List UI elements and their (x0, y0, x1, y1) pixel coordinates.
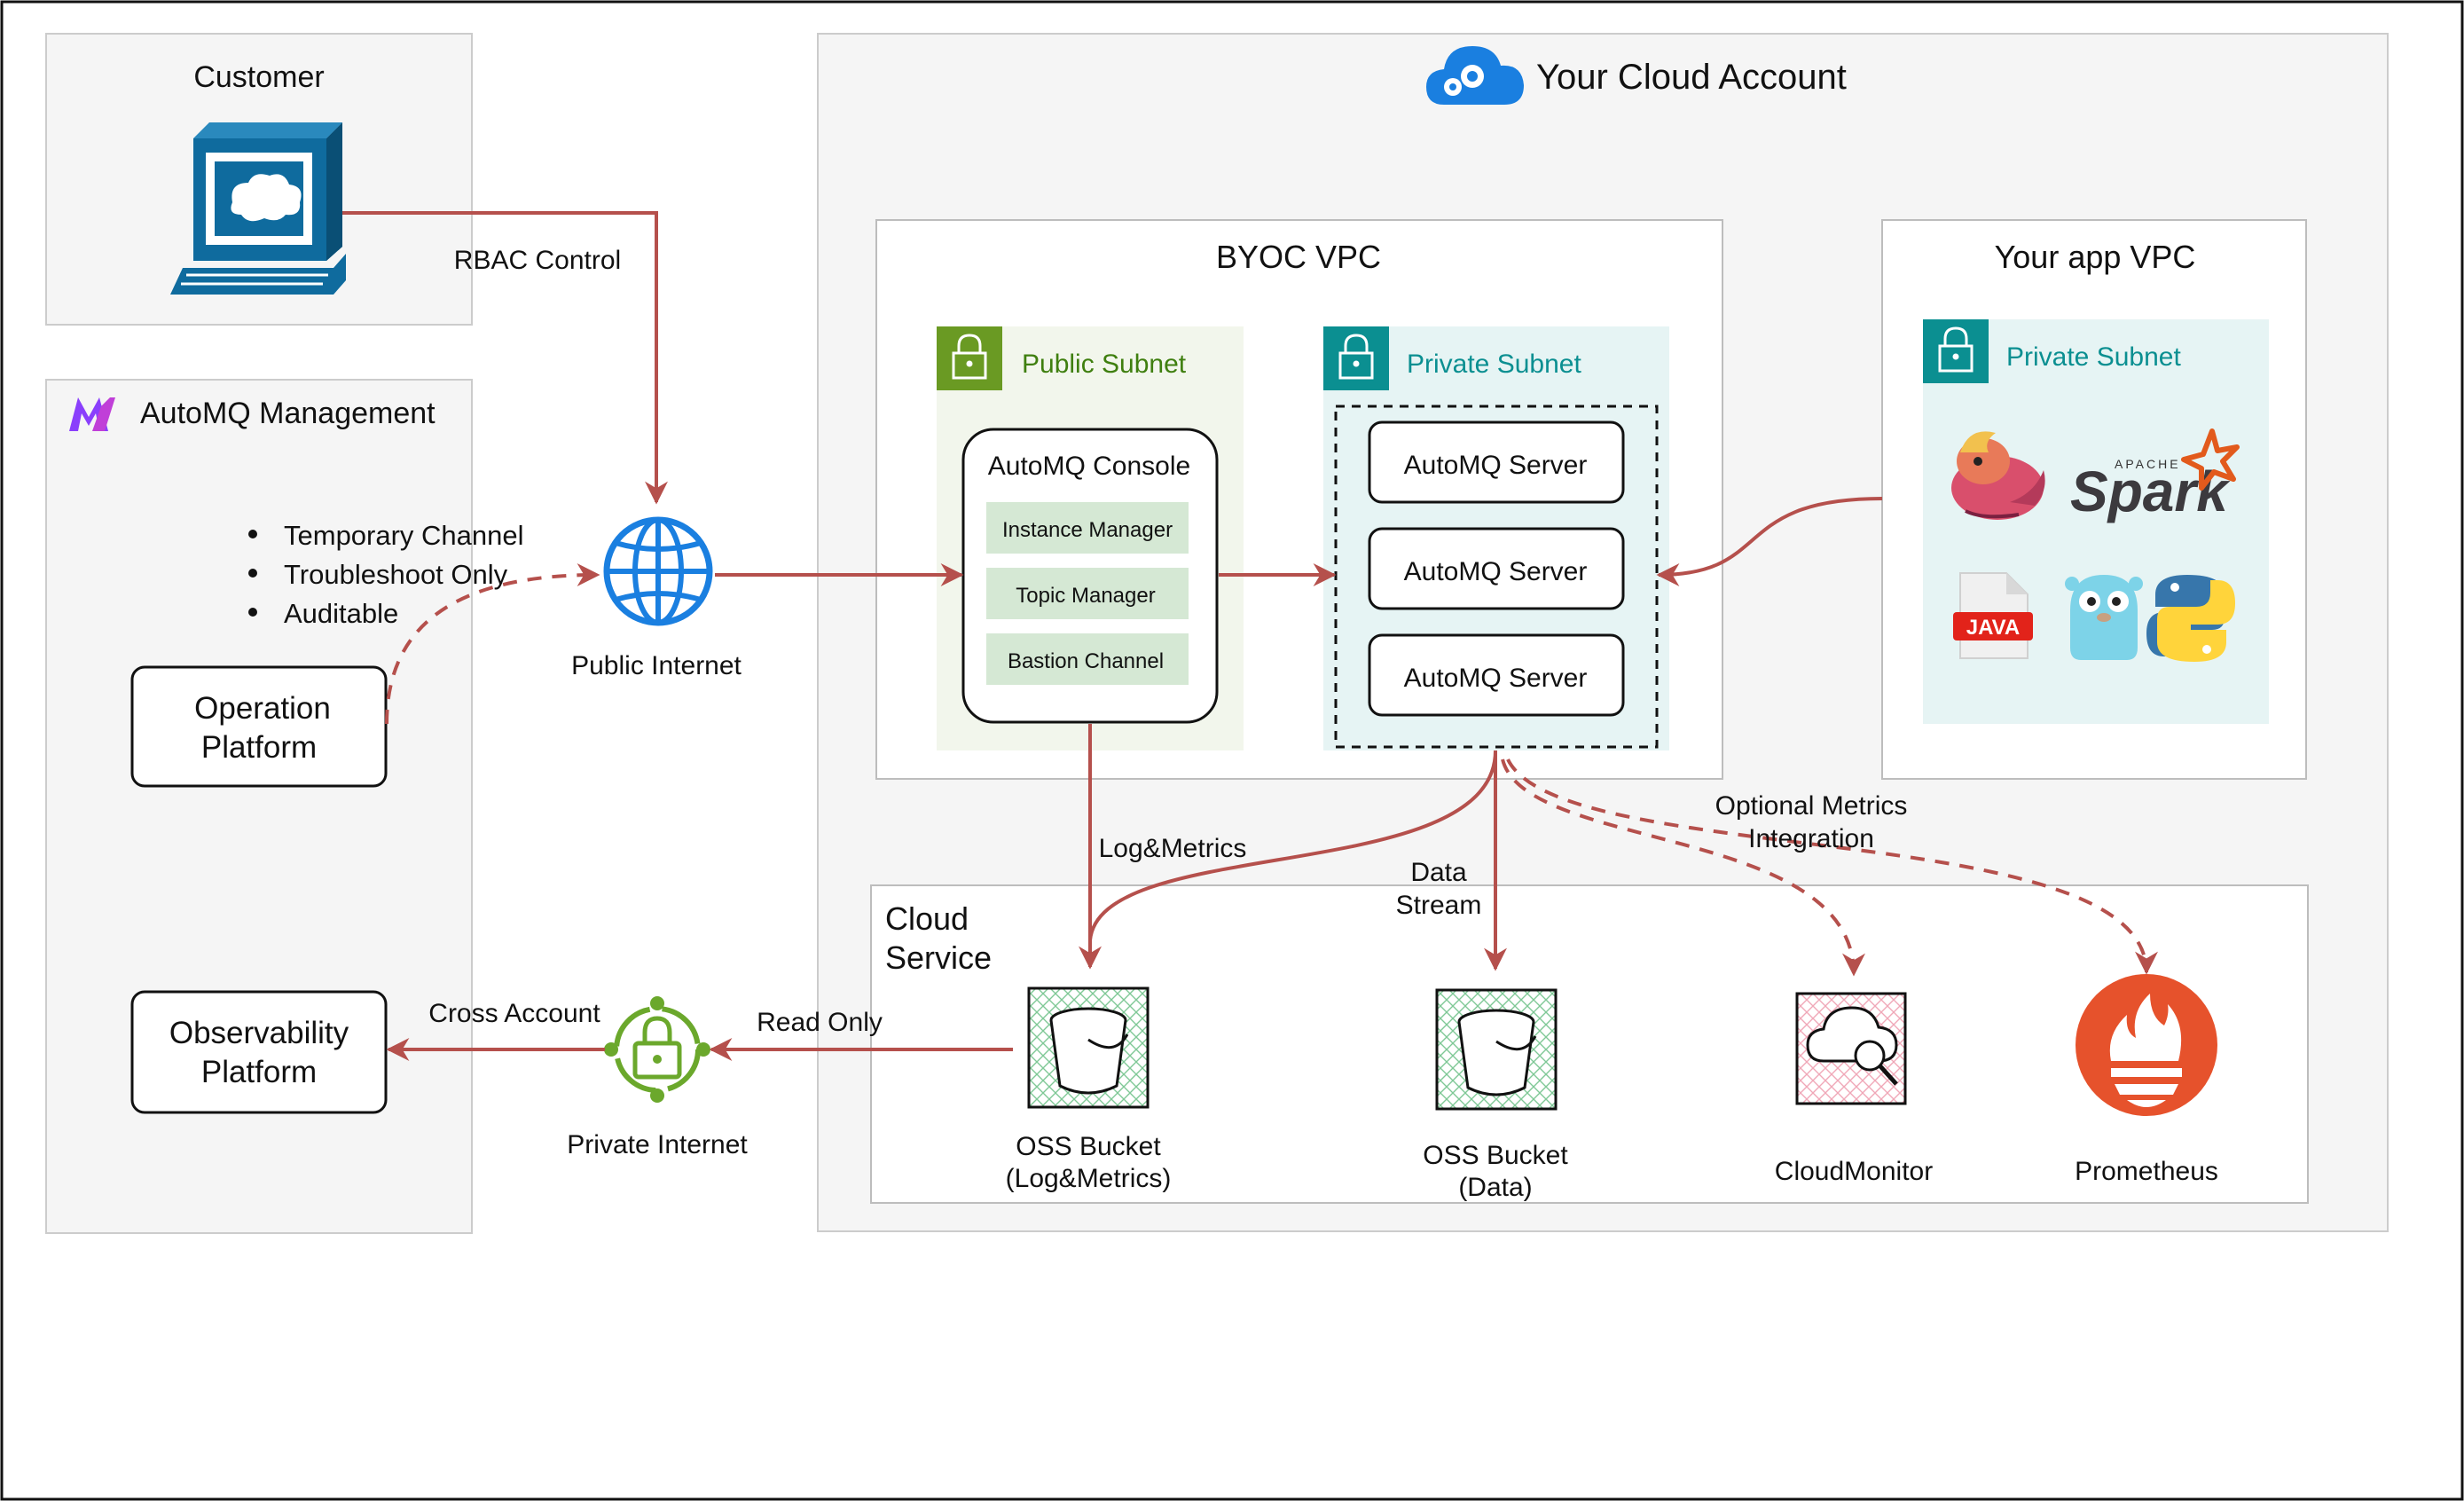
edge-server-log-metrics (1088, 750, 1497, 941)
edge-label-optional-metrics: Integration (1748, 824, 1874, 853)
cloudmonitor-icon (1795, 992, 1907, 1105)
automq-management-title: AutoMQ Management (140, 397, 436, 430)
cloudmonitor-label: CloudMonitor (1775, 1157, 1933, 1186)
prometheus-label: Prometheus (2075, 1157, 2218, 1186)
console-item-label: Instance Manager (1002, 518, 1173, 542)
console-item-bastion-channel[interactable] (986, 633, 1189, 685)
observability-platform-label: Platform (201, 1055, 317, 1089)
app-private-subnet-label: Private Subnet (2006, 342, 2181, 372)
cloud-service-title: Service (885, 939, 992, 976)
edge-label-data-stream: Stream (1396, 891, 1482, 920)
console-item-topic-manager[interactable] (986, 568, 1189, 619)
automq-management-group: AutoMQ Management Temporary Channel Trou… (45, 379, 524, 1234)
prometheus-icon (2076, 974, 2217, 1116)
automq-server-label: AutoMQ Server (1404, 557, 1588, 586)
oss-bucket-data-label: OSS Bucket (1423, 1141, 1568, 1170)
automq-server-box[interactable]: AutoMQ Server (1368, 420, 1625, 504)
edge-label-optional-metrics: Optional Metrics (1715, 791, 1908, 821)
private-internet-lock-icon (604, 996, 710, 1103)
automq-server-label: AutoMQ Server (1404, 451, 1588, 480)
console-item-label: Topic Manager (1016, 584, 1155, 608)
automq-logo-icon (69, 397, 115, 431)
automq-server-box[interactable]: AutoMQ Server (1368, 633, 1625, 717)
edge-app-to-servers (1656, 497, 1883, 586)
globe-icon (603, 516, 713, 626)
bullet-item: Temporary Channel (284, 520, 524, 551)
oss-bucket-data-label: (Data) (1458, 1173, 1532, 1202)
edge-label-data-stream: Data (1410, 858, 1467, 887)
cloud-service-title: Cloud (885, 900, 969, 937)
edge-optional-metrics-cloudmonitor (1501, 758, 1865, 977)
spark-name-label: Spark (2070, 460, 2231, 523)
lock-icon (1923, 319, 1989, 383)
private-subnet-byoc: Private Subnet AutoMQ Server AutoMQ Serv… (1323, 326, 1669, 750)
public-internet-label: Public Internet (571, 651, 742, 680)
public-subnet-label: Public Subnet (1022, 350, 1187, 379)
python-icon (2146, 575, 2235, 662)
spark-logo-icon: APACHE Spark (2070, 428, 2240, 523)
lock-icon (937, 326, 1002, 390)
java-label: JAVA (1966, 616, 2020, 640)
customer-group: Customer (45, 33, 473, 326)
bullet-item: Troubleshoot Only (284, 559, 508, 590)
automq-server-label: AutoMQ Server (1404, 664, 1588, 693)
cloud-account-title: Your Cloud Account (1536, 58, 1847, 97)
flink-icon (1951, 431, 2045, 520)
observability-platform-label: Observability (169, 1016, 349, 1050)
edge-label-cross-account: Cross Account (428, 999, 600, 1028)
computer-icon (170, 122, 346, 295)
app-vpc-title: Your app VPC (1995, 239, 2196, 275)
edge-rbac-control (342, 211, 668, 505)
oss-bucket-data-icon (1435, 988, 1558, 1111)
private-internet-label: Private Internet (567, 1130, 748, 1159)
java-file-icon: JAVA (1953, 572, 2033, 659)
bullet-list: Temporary Channel Troubleshoot Only Audi… (248, 520, 524, 629)
cloud-service-box: Cloud Service OSS Bucket (Log&Metrics) O… (870, 884, 2309, 1204)
automq-console-box[interactable]: AutoMQ Console Instance Manager Topic Ma… (961, 428, 1219, 724)
operation-platform-box[interactable]: Operation Platform (130, 665, 388, 788)
byoc-vpc-title: BYOC VPC (1216, 239, 1381, 275)
edge-label-read-only: Read Only (757, 1008, 883, 1037)
edge-optional-metrics-prometheus (1506, 758, 2158, 975)
private-subnet-label: Private Subnet (1407, 350, 1581, 379)
operation-platform-label: Platform (201, 730, 317, 765)
automq-console-title: AutoMQ Console (988, 452, 1190, 481)
cloud-account-group: Your Cloud Account BYOC VPC Public Subne… (817, 33, 2389, 1232)
connectors (342, 211, 2158, 1061)
console-item-label: Bastion Channel (1008, 649, 1164, 673)
cloud-gear-icon (1426, 46, 1524, 105)
oss-bucket-log-label: OSS Bucket (1016, 1132, 1161, 1161)
operation-platform-label: Operation (194, 691, 331, 726)
bullet-item: Auditable (284, 598, 398, 629)
customer-title: Customer (193, 60, 324, 94)
edge-operation-to-internet (385, 563, 600, 725)
go-gopher-icon (2065, 575, 2143, 660)
public-subnet: Public Subnet AutoMQ Console Instance Ma… (937, 326, 1244, 750)
automq-server-box[interactable]: AutoMQ Server (1368, 527, 1625, 610)
byoc-vpc-box: BYOC VPC Public Subnet AutoMQ Console In… (875, 219, 1723, 780)
spark-apache-label: APACHE (2115, 457, 2181, 471)
edge-label-log-metrics: Log&Metrics (1099, 834, 1247, 863)
oss-bucket-log-label: (Log&Metrics) (1006, 1164, 1172, 1193)
edge-label-rbac-control: RBAC Control (454, 246, 621, 275)
oss-bucket-log-icon (1027, 986, 1150, 1109)
observability-platform-box[interactable]: Observability Platform (130, 990, 388, 1114)
console-item-instance-manager[interactable] (986, 502, 1189, 554)
app-vpc-box: Your app VPC Private Subnet APACHE Spark (1881, 219, 2307, 780)
lock-icon (1323, 326, 1389, 390)
